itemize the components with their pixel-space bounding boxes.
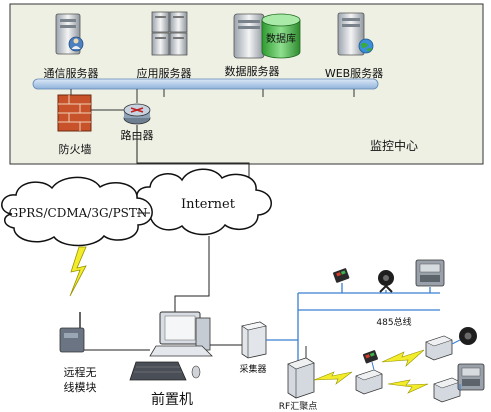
bus-label: 485总线 xyxy=(376,316,411,328)
app-server-label: 应用服务器 xyxy=(137,66,192,80)
front-pc-label: 前置机 xyxy=(151,391,193,408)
web-server-label: WEB服务器 xyxy=(325,67,383,80)
monitoring-center: 通信服务器 应用服务器 数据库 数据服务器 xyxy=(9,3,484,165)
rf-meter-icon xyxy=(457,363,485,391)
rf-node-1-icon xyxy=(355,369,383,395)
remote-module-icon xyxy=(59,312,85,353)
rf-node-2-icon xyxy=(425,335,453,361)
collector-icon xyxy=(241,321,267,359)
field-bus xyxy=(266,283,440,362)
router-internet-link xyxy=(136,125,250,185)
rf-signal-icons xyxy=(313,349,429,394)
rf-device-2-icon xyxy=(451,327,477,345)
collector-label: 采集器 xyxy=(239,363,266,375)
bus-device-1-icon xyxy=(332,268,350,283)
monitoring-center-title: 监控中心 xyxy=(370,138,418,153)
wireless-network-cloud xyxy=(1,176,153,247)
wireless-signal-icon xyxy=(69,246,87,297)
rf-device-small-icon xyxy=(362,350,379,371)
data-server-icon xyxy=(233,13,265,59)
firewall-icon xyxy=(57,94,92,132)
wireless-network-label: GPRS/CDMA/3G/PSTN xyxy=(9,206,148,220)
remote-module-label-line2: 线模块 xyxy=(64,380,97,394)
app-server-icon xyxy=(151,11,188,56)
internet-pc-link xyxy=(174,236,210,312)
firewall-label: 防火墙 xyxy=(59,142,92,156)
rf-hub-icon xyxy=(287,346,315,399)
web-server-icon xyxy=(337,12,374,56)
bus-device-2-icon xyxy=(378,270,394,293)
rf-node-3-icon xyxy=(433,377,461,403)
center-network-bus xyxy=(32,78,379,97)
bus-meter-icon xyxy=(415,259,445,287)
rf-hub-label: RF汇聚点 xyxy=(279,401,317,412)
comm-server-label: 通信服务器 xyxy=(44,67,99,80)
internet-cloud xyxy=(136,168,272,236)
front-pc-icon xyxy=(129,311,213,381)
comm-server-icon xyxy=(55,13,84,55)
router-icon xyxy=(123,103,151,125)
internet-label: Internet xyxy=(181,197,236,212)
database-icon xyxy=(261,13,301,59)
remote-module-label-line1: 远程无 xyxy=(64,366,97,379)
database-label: 数据库 xyxy=(266,32,296,45)
data-server-label: 数据服务器 xyxy=(225,64,280,78)
